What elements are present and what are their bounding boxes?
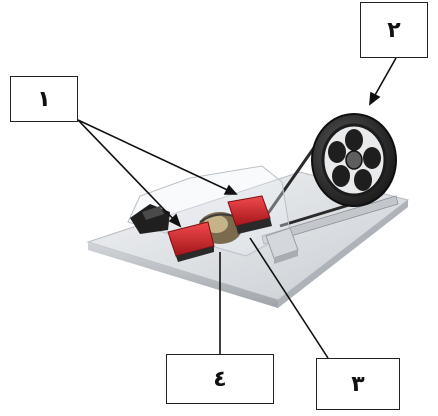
label-text-1: ١	[37, 86, 51, 112]
label-box-3: ٣	[316, 358, 400, 410]
label-text-2: ٢	[387, 17, 401, 43]
brush-holder	[130, 204, 170, 234]
shaft	[261, 195, 399, 245]
leader-lines	[77, 57, 397, 359]
label-box-2: ٢	[360, 2, 428, 58]
magnet-left	[167, 221, 215, 262]
bearing-block	[265, 227, 299, 264]
pulley-wheel	[311, 113, 397, 207]
label-text-3: ٣	[351, 371, 365, 397]
label-box-4: ٤	[166, 354, 274, 404]
label-box-1: ١	[10, 76, 78, 122]
base-plate	[86, 171, 410, 308]
label-text-4: ٤	[213, 366, 227, 392]
magnet-right	[227, 195, 272, 234]
